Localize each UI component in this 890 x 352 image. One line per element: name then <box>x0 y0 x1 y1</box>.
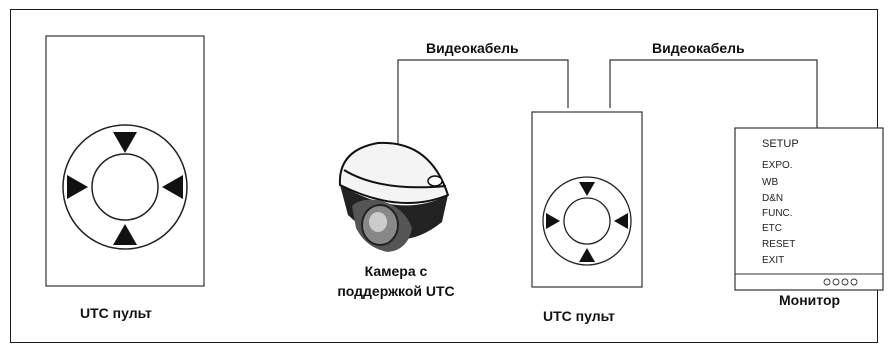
cable-2-label: Видеокабель <box>652 40 745 56</box>
large-arrow-down-icon <box>113 224 137 245</box>
monitor-menu-item: D&N <box>762 193 784 204</box>
camera-label-line1: Камера с <box>364 263 428 279</box>
large-remote-label: UTC пульт <box>80 305 152 321</box>
large-dpad-center <box>91 153 159 221</box>
large-arrow-up-icon <box>113 132 137 153</box>
video-cable-2 <box>609 59 818 128</box>
camera-dome-rim <box>343 169 447 189</box>
monitor-screen <box>734 127 884 291</box>
dome-camera-icon <box>338 141 450 252</box>
small-arrow-down-icon <box>579 248 595 262</box>
monitor-button-icon <box>832 278 840 286</box>
monitor-menu-item: WB <box>762 177 779 188</box>
camera-lens-glass <box>369 212 387 232</box>
small-arrow-left-icon <box>546 213 560 229</box>
small-remote-label: UTC пульт <box>543 308 615 324</box>
cable-1-label: Видеокабель <box>426 40 519 56</box>
large-remote <box>45 35 205 287</box>
small-arrow-up-icon <box>579 182 595 196</box>
small-arrow-right-icon <box>614 213 628 229</box>
monitor-menu-item: RESET <box>762 239 796 250</box>
monitor-label: Монитор <box>779 292 841 308</box>
monitor-menu-item: FUNC. <box>762 208 793 219</box>
monitor-menu-item: EXPO. <box>762 160 793 171</box>
monitor-menu-title: SETUP <box>762 138 799 150</box>
large-arrow-right-icon <box>162 175 183 199</box>
monitor-device <box>734 127 884 291</box>
monitor-button-icon <box>823 278 831 286</box>
monitor-button-icon <box>841 278 849 286</box>
monitor-menu-item: EXIT <box>762 255 785 266</box>
camera-label-line2: поддержкой UTC <box>337 283 455 299</box>
monitor-button-icon <box>850 278 858 286</box>
small-dpad-center <box>563 197 611 245</box>
monitor-menu-item: ETC <box>762 223 782 234</box>
video-cable-1 <box>397 59 569 146</box>
small-remote <box>531 111 643 288</box>
camera-led <box>427 175 443 187</box>
large-arrow-left-icon <box>67 175 88 199</box>
